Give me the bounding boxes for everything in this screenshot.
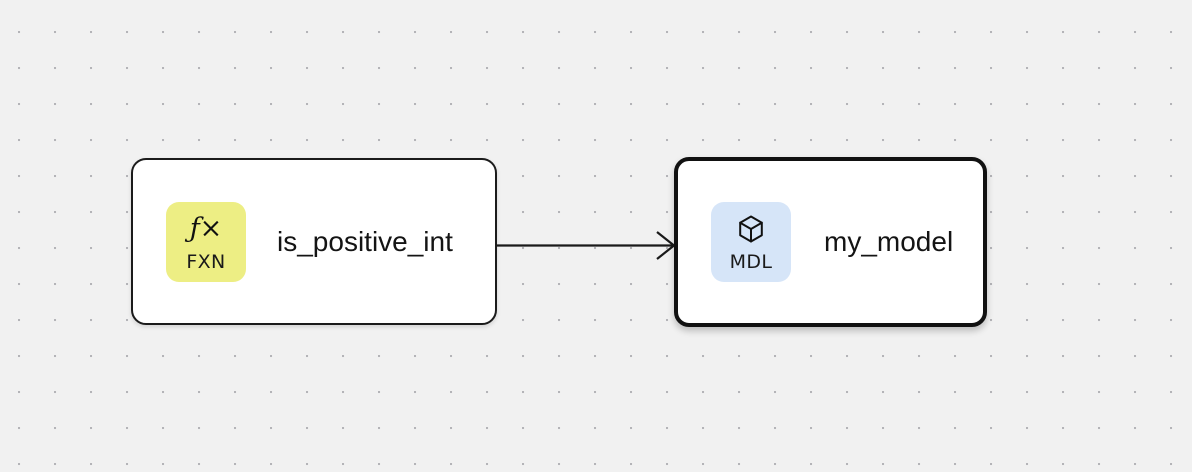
function-icon: ƒ× xyxy=(189,213,223,244)
edge-fxn-to-mdl[interactable] xyxy=(497,231,676,260)
node-title-fxn: is_positive_int xyxy=(277,225,453,257)
node-is-positive-int[interactable]: ƒ× FXN is_positive_int xyxy=(131,158,497,325)
node-type-badge-fxn: ƒ× FXN xyxy=(166,201,246,282)
node-title-mdl: my_model xyxy=(824,226,954,257)
cube-icon xyxy=(735,212,767,246)
badge-caption-mdl: MDL xyxy=(729,251,773,273)
node-my-model[interactable]: MDL my_model xyxy=(674,157,987,327)
node-type-badge-mdl: MDL xyxy=(711,202,791,282)
edge-arrowhead-icon xyxy=(656,231,676,260)
badge-caption-fxn: FXN xyxy=(186,250,226,273)
